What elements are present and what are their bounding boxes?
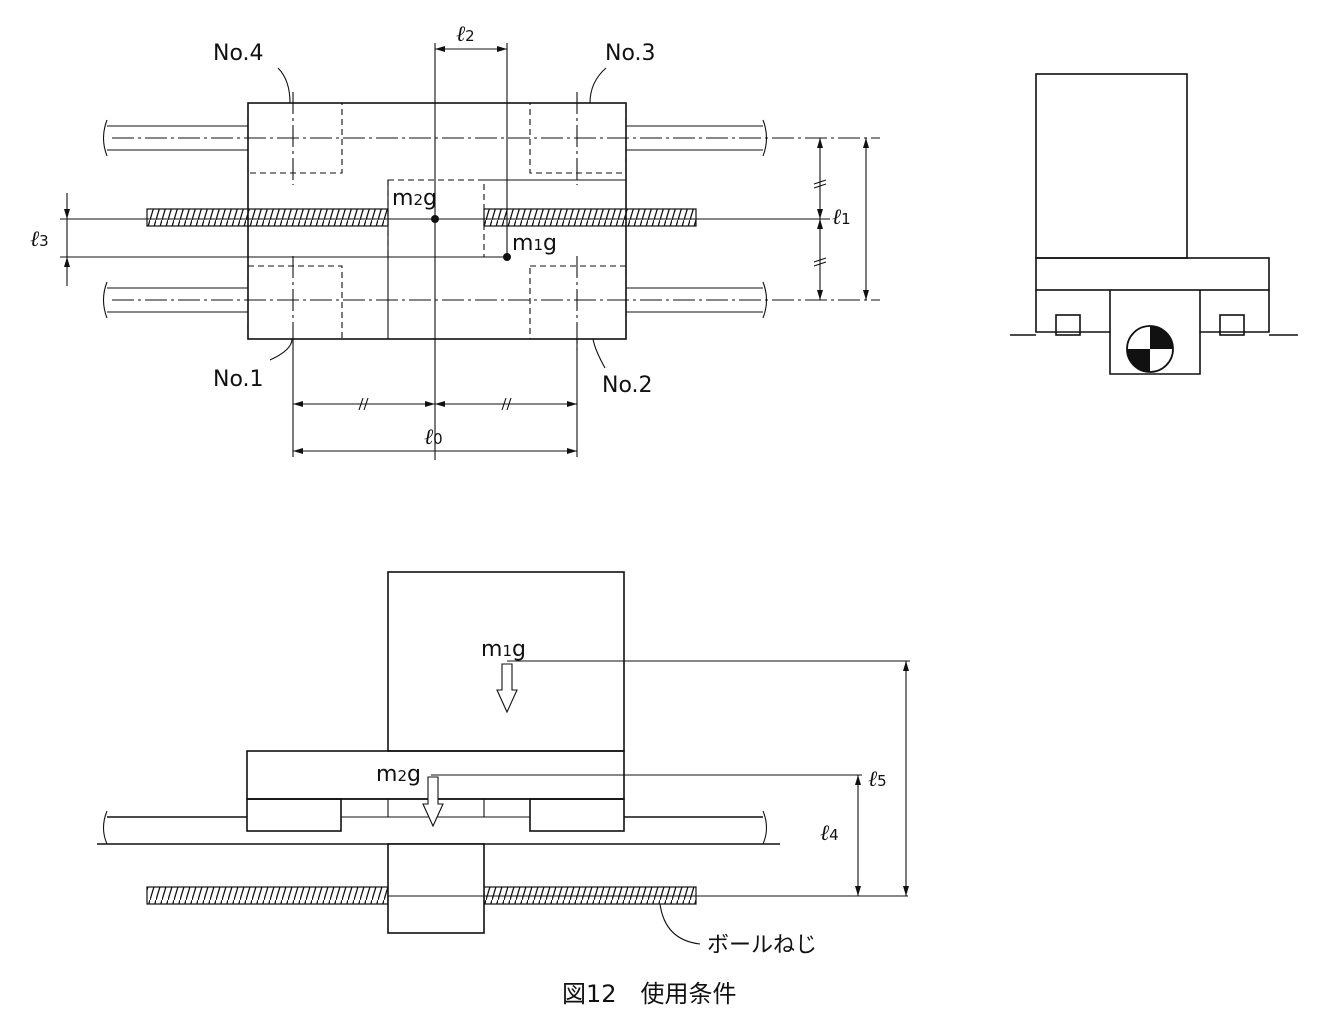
dimension-l2: ℓ2 xyxy=(435,22,507,52)
dimension-l0: ℓ0 xyxy=(292,339,578,457)
label-ball-screw: ボールねじ xyxy=(707,933,817,958)
svg-text:ℓ4: ℓ4 xyxy=(820,821,839,846)
dimension-l1: ℓ1 xyxy=(813,138,869,300)
lower-rail xyxy=(102,281,880,319)
figure-caption: 図12 使用条件 xyxy=(562,980,737,1008)
label-m2g-side: m2g xyxy=(376,762,421,787)
label-no1: No.1 xyxy=(213,367,264,392)
bearing-blocks xyxy=(247,92,627,350)
dimension-l5: ℓ5 xyxy=(868,661,909,896)
label-m1g-side: m1g xyxy=(481,637,526,662)
ball-screw-section-icon xyxy=(1126,325,1174,373)
top-view: No.4 No.3 No.1 No.2 m2g m1g ℓ2 ℓ3 xyxy=(30,22,880,460)
end-view xyxy=(1010,73,1298,375)
label-m1g-top: m1g xyxy=(512,231,557,256)
m2g-arrow-icon xyxy=(422,776,444,828)
svg-text:ℓ3: ℓ3 xyxy=(30,227,49,252)
table-outline xyxy=(247,102,627,340)
svg-text:ℓ0: ℓ0 xyxy=(424,425,443,450)
side-view: m1g m2g ℓ4 ℓ5 ボールねじ xyxy=(97,571,910,958)
label-m2g-top: m2g xyxy=(392,186,437,211)
dimension-l4: ℓ4 xyxy=(820,775,861,896)
m2g-point xyxy=(431,215,439,223)
svg-text:ℓ5: ℓ5 xyxy=(868,767,887,792)
label-no2: No.2 xyxy=(602,373,653,398)
upper-rail xyxy=(102,119,880,157)
label-no4: No.4 xyxy=(213,41,264,66)
svg-text:ℓ1: ℓ1 xyxy=(832,205,851,230)
dimension-l3: ℓ3 xyxy=(30,193,70,286)
ball-screw-top xyxy=(60,208,830,227)
svg-text:ℓ2: ℓ2 xyxy=(456,22,475,47)
m1g-arrow-icon xyxy=(496,663,518,714)
m1g-point xyxy=(503,253,511,261)
label-no3: No.3 xyxy=(605,41,656,66)
